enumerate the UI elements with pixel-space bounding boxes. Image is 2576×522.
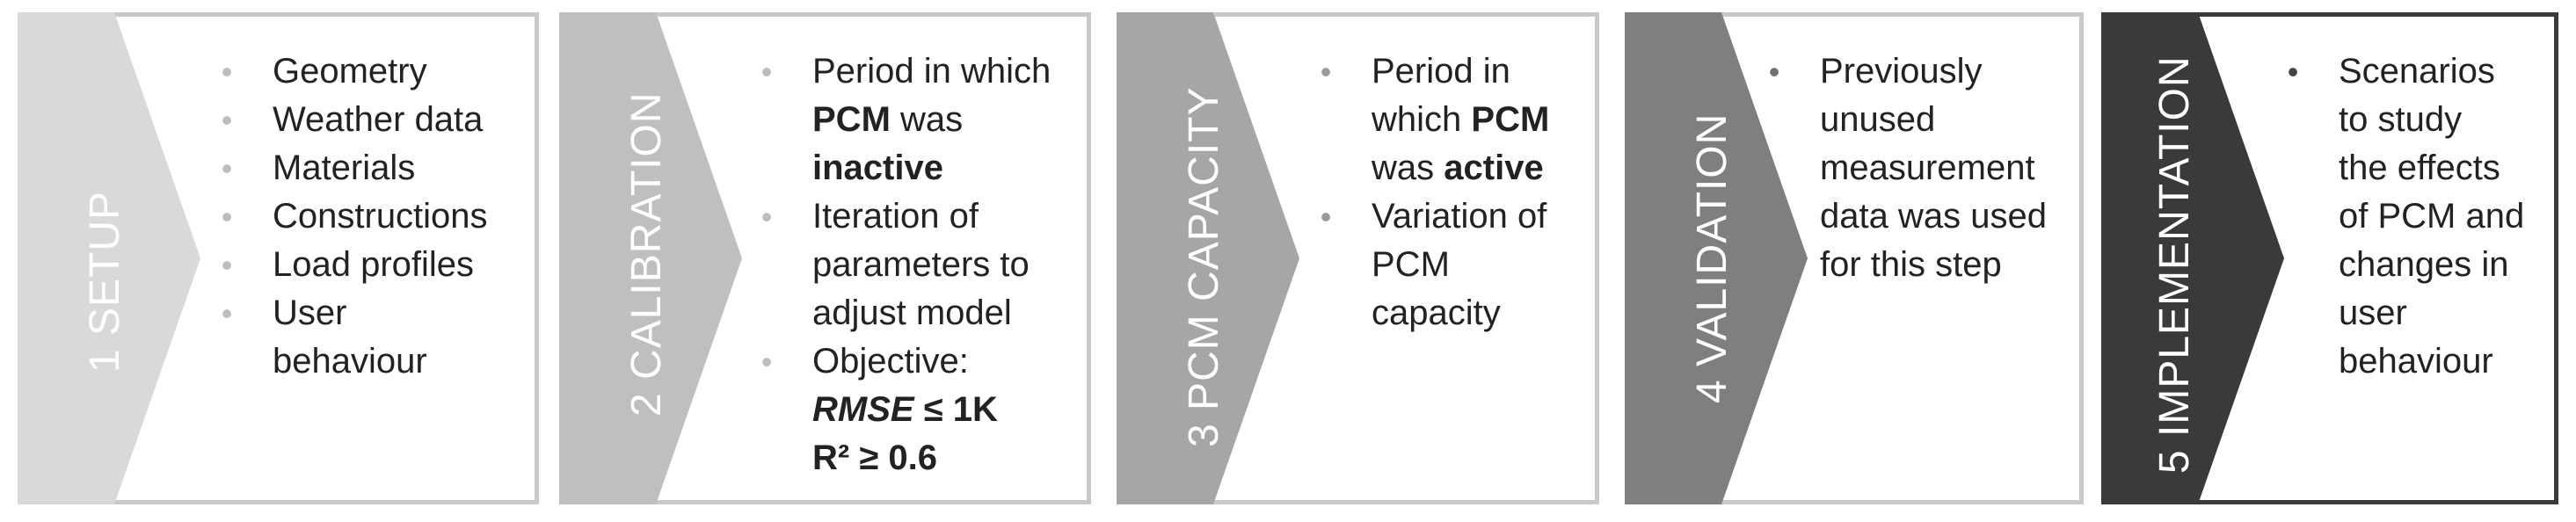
bullet-icon: • bbox=[221, 247, 233, 283]
stage-title: 2 CALIBRATION bbox=[623, 91, 670, 417]
list-item: •Weather data bbox=[222, 96, 488, 144]
bullet-icon: • bbox=[1768, 54, 1780, 90]
bullet-icon: • bbox=[1320, 54, 1332, 90]
list-item: •Geometry bbox=[222, 47, 488, 96]
stage-title: 3 PCM CAPACITY bbox=[1181, 86, 1227, 447]
bullet-icon: • bbox=[760, 344, 773, 380]
bullet-icon: • bbox=[221, 150, 233, 186]
list-item: •Constructions bbox=[222, 192, 488, 241]
stage-title: 1 SETUP bbox=[82, 190, 128, 373]
list-item: •Load profiles bbox=[222, 241, 488, 289]
stage-title: 5 IMPLEMENTATION bbox=[2151, 55, 2198, 474]
list-item: •Materials bbox=[222, 144, 488, 192]
bullet-icon: • bbox=[221, 199, 233, 235]
bullet-icon: • bbox=[760, 54, 773, 90]
bullet-icon: • bbox=[221, 54, 233, 90]
stage-title: 4 VALIDATION bbox=[1689, 112, 1736, 403]
bullet-icon: • bbox=[760, 199, 773, 235]
bullet-icon: • bbox=[2287, 54, 2299, 90]
bullet-icon: • bbox=[221, 295, 233, 331]
bullet-icon: • bbox=[221, 102, 233, 138]
stage-1-setup: 1 SETUP •Geometry •Weather data •Materia… bbox=[18, 12, 539, 504]
stage-items: •Geometry •Weather data •Materials •Cons… bbox=[222, 47, 488, 386]
bullet-icon: • bbox=[1320, 199, 1332, 235]
